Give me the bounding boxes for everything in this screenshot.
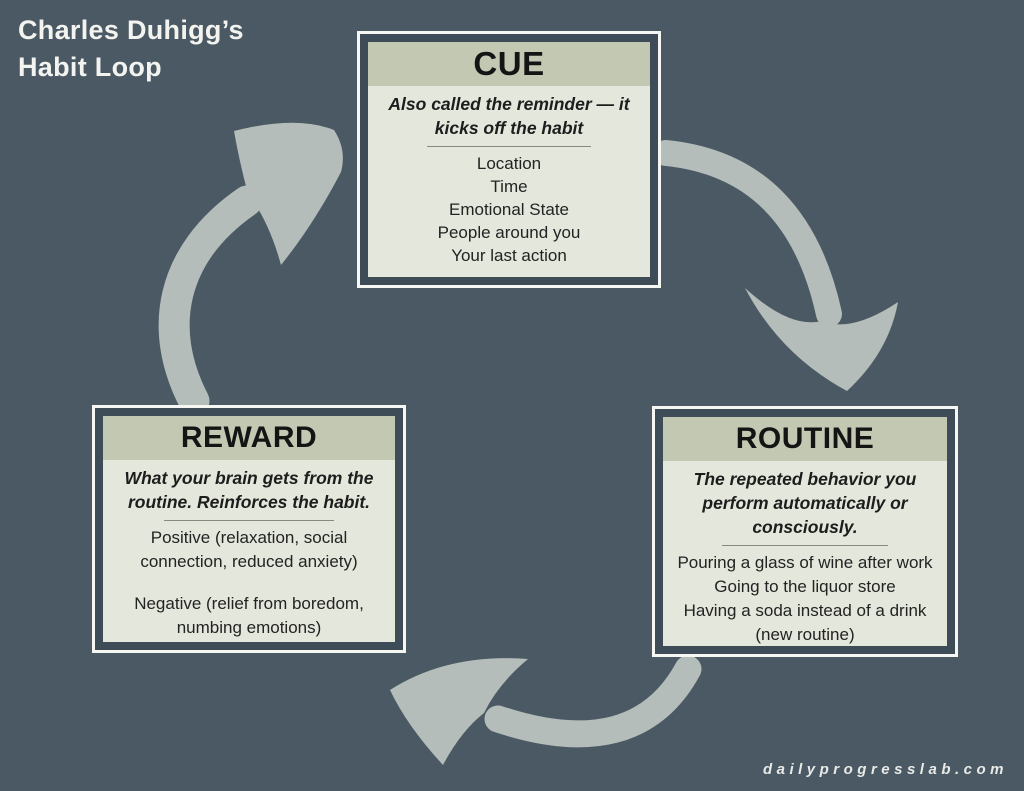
- routine-box-body: The repeated behavior you perform automa…: [663, 461, 947, 646]
- divider: [426, 146, 592, 147]
- routine-box-title: ROUTINE: [663, 417, 947, 461]
- cue-box-body: Also called the reminder — it kicks off …: [368, 86, 650, 277]
- divider: [722, 545, 888, 546]
- reward-box-frame: REWARD What your brain gets from the rou…: [95, 408, 403, 650]
- arrow-cue-to-routine-head-icon: [745, 288, 898, 391]
- page-title-line2: Habit Loop: [18, 52, 162, 82]
- cue-box-title: CUE: [368, 42, 650, 86]
- page-title: Charles Duhigg’s Habit Loop: [18, 12, 244, 86]
- reward-box-title: REWARD: [103, 416, 395, 460]
- reward-item: Negative (relief from boredom, numbing e…: [134, 594, 364, 637]
- cue-item: People around you: [437, 223, 581, 242]
- arrow-reward-to-cue-shaft: [158, 185, 263, 417]
- routine-item: (new routine): [755, 625, 855, 644]
- arrow-cue-to-routine-shaft: [653, 140, 842, 327]
- arrow-routine-to-reward-head-icon: [390, 658, 528, 765]
- reward-box-body: What your brain gets from the routine. R…: [103, 460, 395, 642]
- cue-description: Also called the reminder — it kicks off …: [388, 94, 630, 138]
- cue-item: Time: [490, 177, 528, 196]
- divider: [163, 520, 335, 521]
- cue-item: Emotional State: [448, 200, 569, 219]
- routine-item-list: Pouring a glass of wine after work Going…: [667, 551, 943, 646]
- arrow-routine-to-reward-shaft: [484, 655, 702, 748]
- arrow-reward-to-cue-head-icon: [234, 122, 343, 265]
- reward-item-list: Positive (relaxation, social connection,…: [107, 526, 391, 640]
- routine-box: ROUTINE The repeated behavior you perfor…: [652, 406, 958, 657]
- cue-box-frame: CUE Also called the reminder — it kicks …: [360, 34, 658, 285]
- routine-box-frame: ROUTINE The repeated behavior you perfor…: [655, 409, 955, 654]
- cue-item-list: Location Time Emotional State People aro…: [372, 152, 646, 267]
- watermark: dailyprogresslab.com: [762, 761, 1008, 778]
- cue-item: Location: [476, 154, 542, 173]
- reward-item: Positive (relaxation, social connection,…: [140, 528, 358, 571]
- routine-item: Going to the liquor store: [714, 577, 896, 596]
- cue-item: Your last action: [451, 246, 567, 265]
- page-title-line1: Charles Duhigg’s: [18, 15, 244, 45]
- reward-description: What your brain gets from the routine. R…: [124, 468, 374, 512]
- routine-item: Pouring a glass of wine after work: [677, 553, 933, 572]
- routine-description: The repeated behavior you perform automa…: [693, 469, 917, 537]
- cue-box: CUE Also called the reminder — it kicks …: [357, 31, 661, 288]
- reward-box: REWARD What your brain gets from the rou…: [92, 405, 406, 653]
- routine-item: Having a soda instead of a drink: [683, 601, 927, 620]
